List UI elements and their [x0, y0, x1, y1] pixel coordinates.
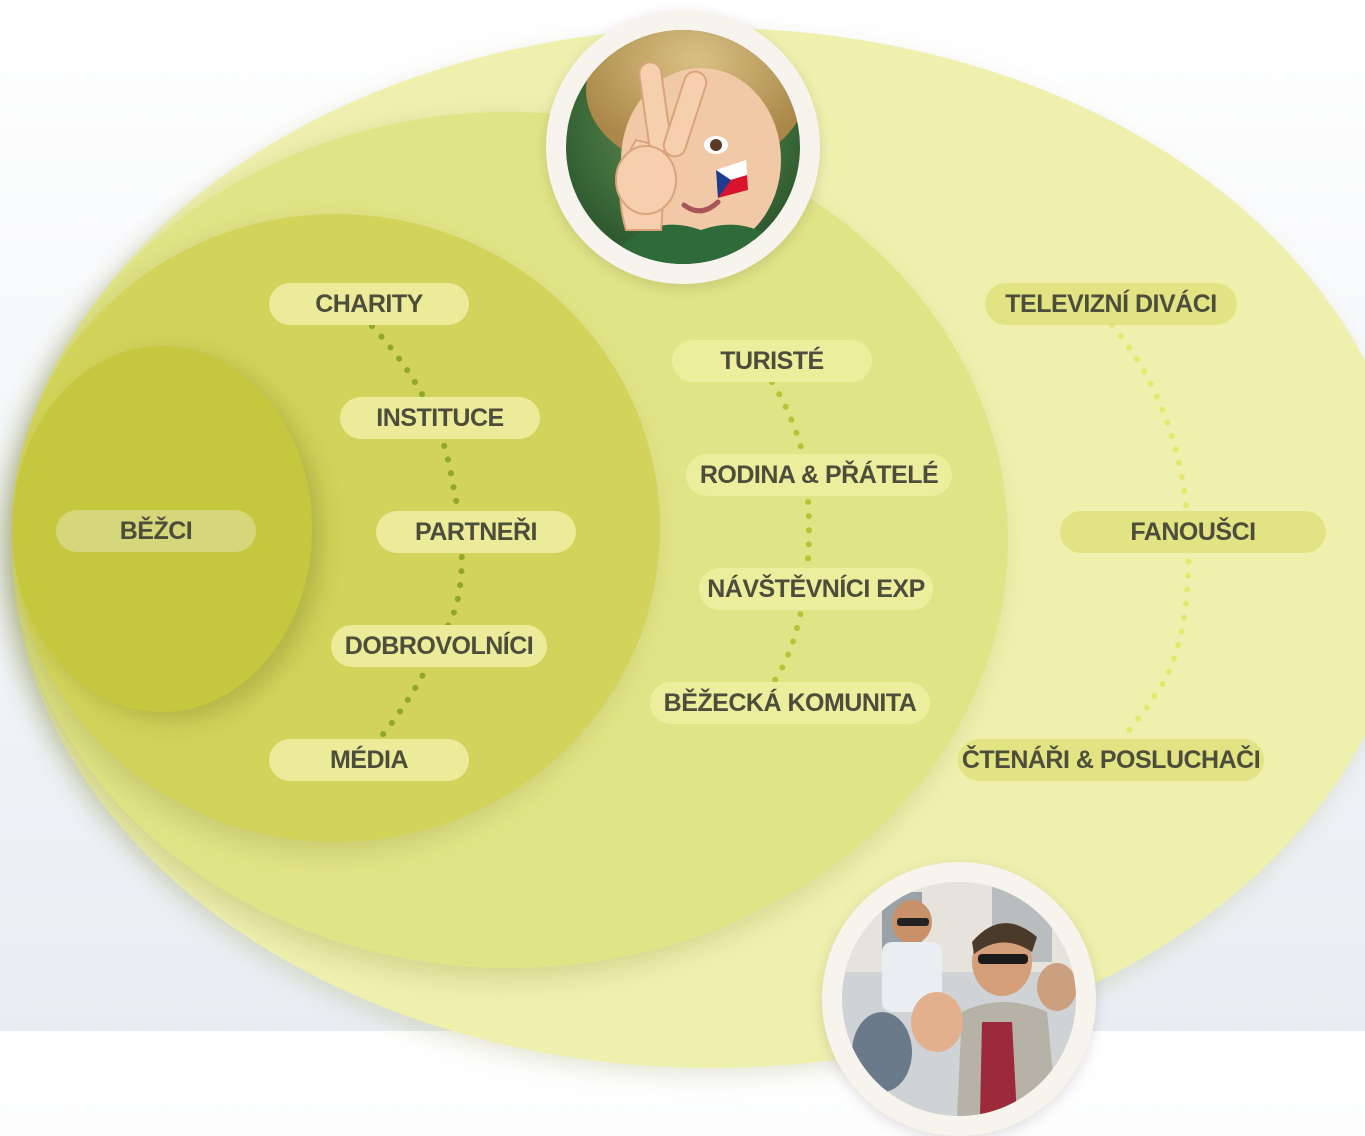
- label-bezci: BĚŽCI: [56, 510, 256, 552]
- label-televizni-divaci: TELEVIZNÍ DIVÁCI: [985, 283, 1237, 325]
- crowd-photo-illustration: [842, 882, 1076, 1116]
- label-bezecka-komunita: BĚŽECKÁ KOMUNITA: [650, 682, 930, 724]
- label-rodina-pratele: RODINA & PŘÁTELÉ: [686, 454, 952, 496]
- label-partneri: PARTNEŘI: [376, 511, 576, 553]
- face-flag-paint: [716, 160, 748, 198]
- crowd-high-five-photo: [842, 882, 1076, 1116]
- label-media: MÉDIA: [269, 739, 469, 781]
- label-instituce: INSTITUCE: [340, 397, 540, 439]
- child-peace-sign-photo: [566, 30, 800, 264]
- label-fanousci: FANOUŠCI: [1060, 511, 1326, 553]
- label-navstevnici-exp: NÁVŠTĚVNÍCI EXP: [699, 568, 933, 610]
- child-photo-illustration: [566, 30, 800, 264]
- label-ctenari-posluchaci: ČTENÁŘI & POSLUCHAČI: [958, 739, 1264, 781]
- stakeholder-diagram: BĚŽCI CHARITY INSTITUCE PARTNEŘI DOBROVO…: [12, 10, 1365, 1136]
- label-dobrovolnici: DOBROVOLNÍCI: [331, 625, 547, 667]
- label-turiste: TURISTÉ: [672, 340, 872, 382]
- label-charity: CHARITY: [269, 283, 469, 325]
